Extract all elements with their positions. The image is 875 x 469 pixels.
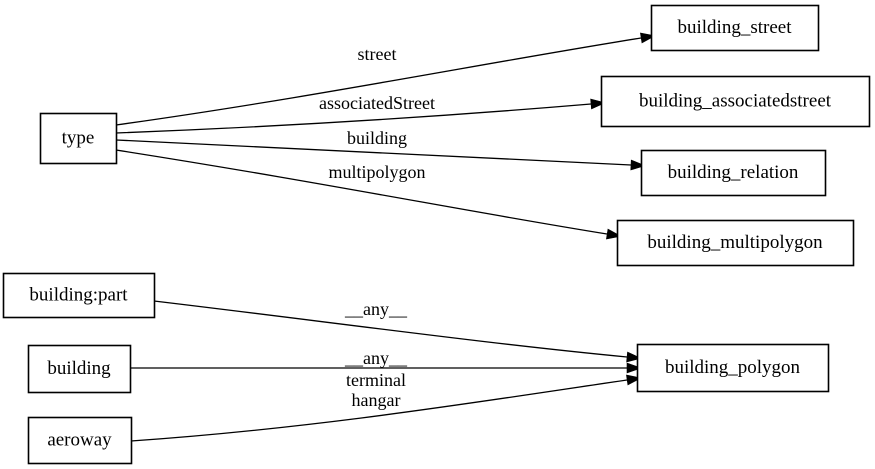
- edge-buildingpart-any: [153, 300, 642, 363]
- edge-label-type-street: street: [358, 44, 397, 64]
- node-building_relation[interactable]: building_relation: [640, 149, 827, 197]
- edge-label-type-multipolygon: multipolygon: [328, 162, 425, 182]
- node-aeroway[interactable]: aeroway: [27, 416, 133, 465]
- node-box[interactable]: [640, 149, 827, 197]
- node-label: building_associatedstreet: [639, 90, 832, 111]
- edge-line: [115, 149, 608, 235]
- edge-line: [115, 37, 642, 126]
- node-building_polygon[interactable]: building_polygon: [636, 343, 830, 393]
- edges-layer: [115, 32, 656, 442]
- edge-line: [130, 379, 628, 442]
- edge-arrowhead-icon: [626, 362, 642, 374]
- edge-label-building-any: __any__: [344, 348, 408, 368]
- node-label: building_polygon: [665, 357, 801, 378]
- node-box[interactable]: [2, 272, 156, 319]
- edge-labels-layer: street associatedStreet building multipolyg…: [319, 44, 435, 410]
- edge-arrowhead-icon: [630, 159, 646, 171]
- node-box[interactable]: [27, 416, 133, 465]
- node-label: building:part: [29, 284, 128, 305]
- node-building[interactable]: building: [27, 344, 132, 394]
- edge-label-type-building: building: [347, 128, 407, 148]
- edge-type-building: [115, 139, 646, 171]
- node-building_part[interactable]: building:part: [2, 272, 156, 319]
- edge-line: [115, 103, 592, 134]
- node-box[interactable]: [27, 344, 132, 394]
- edge-label-aeroway-terminal-hangar-line2: hangar: [352, 390, 401, 410]
- node-box[interactable]: [600, 75, 871, 128]
- node-label: building: [47, 358, 111, 379]
- node-box[interactable]: [636, 343, 830, 393]
- node-box[interactable]: [39, 112, 118, 165]
- node-box[interactable]: [650, 4, 820, 52]
- node-label: building_multipolygon: [647, 232, 823, 253]
- nodes-layer: type building_street building_associatedst…: [2, 4, 871, 465]
- node-type[interactable]: type: [39, 112, 118, 165]
- edge-line: [153, 300, 628, 358]
- edge-label-type-associatedStreet: associatedStreet: [319, 93, 435, 113]
- edge-building-any: [130, 362, 642, 374]
- edge-line: [115, 139, 632, 166]
- edge-label-buildingpart-any: __any__: [344, 299, 408, 319]
- node-label: building_street: [678, 17, 793, 38]
- node-box[interactable]: [616, 219, 855, 267]
- node-building_multipolygon[interactable]: building_multipolygon: [616, 219, 855, 267]
- node-building_associatedstreet[interactable]: building_associatedstreet: [600, 75, 871, 128]
- edge-arrowhead-icon: [626, 351, 642, 363]
- node-label: aeroway: [47, 429, 112, 450]
- node-label: building_relation: [668, 162, 799, 183]
- edge-arrowhead-icon: [590, 98, 606, 110]
- node-label: type: [62, 127, 95, 148]
- edge-type-associatedStreet: [115, 98, 606, 134]
- node-building_street[interactable]: building_street: [650, 4, 820, 52]
- edge-label-aeroway-terminal-hangar-line1: terminal: [346, 370, 406, 390]
